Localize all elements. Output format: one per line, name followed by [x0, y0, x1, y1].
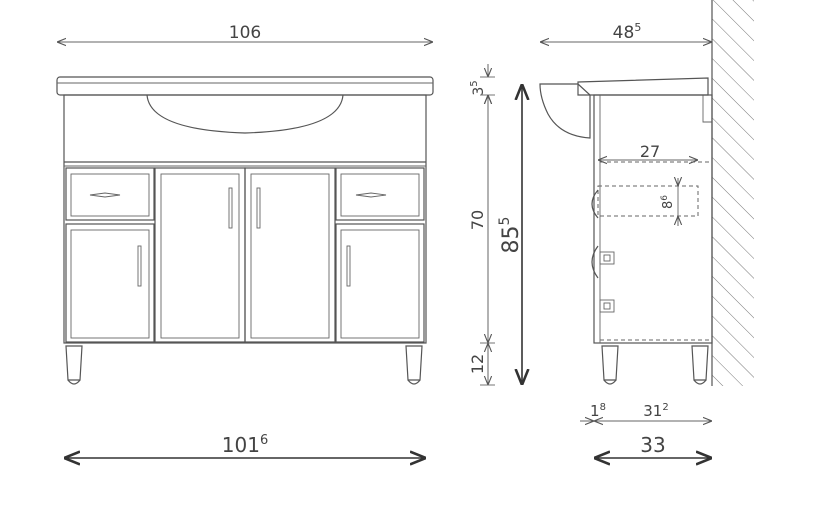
dim-vertical-set: 35 70 12 [468, 64, 495, 386]
side-leg-back [691, 345, 709, 381]
dim-drawer-height-sup: 6 [660, 195, 670, 201]
dim-total-height-sup: 5 [497, 217, 513, 226]
svg-text:312: 312 [643, 402, 668, 420]
dim-cabinet-height-label: 70 [468, 210, 487, 230]
right-drawer [335, 167, 425, 221]
center-left-door [154, 167, 246, 343]
svg-text:855: 855 [497, 217, 524, 254]
dim-top-thickness-label: 3 [471, 87, 487, 96]
cabinet-body [63, 94, 427, 344]
dim-side-offset-label: 1 [590, 402, 600, 420]
side-leg-front [601, 345, 619, 381]
side-drawer-outline [597, 185, 699, 217]
dim-side-total-depth-label: 33 [640, 433, 665, 457]
front-view [56, 76, 434, 385]
dim-leg-height-label: 12 [468, 354, 487, 374]
countertop [56, 76, 434, 96]
right-door-handle [346, 245, 351, 287]
dim-bottom-width: 1016 [64, 433, 426, 458]
dim-side-depth-top-label: 48 [613, 23, 635, 43]
dim-bottom-width-label: 101 [222, 433, 260, 457]
dim-top-width-label: 106 [229, 23, 261, 43]
side-view [539, 0, 754, 386]
center-right-door [244, 167, 336, 343]
dim-side-bottom: 18 312 33 [580, 402, 712, 458]
dim-drawer-depth: 27 [598, 142, 698, 161]
dim-side-depth-top-sup: 5 [634, 21, 641, 34]
dim-total-height: 855 [497, 84, 524, 385]
left-leg [65, 345, 83, 381]
svg-text:18: 18 [590, 402, 606, 420]
side-drawer-handle [591, 189, 599, 219]
left-door-handle [137, 245, 142, 287]
svg-text:27: 27 [640, 142, 660, 161]
svg-text:106: 106 [229, 23, 261, 43]
right-lower-door [335, 223, 425, 343]
svg-text:86: 86 [660, 195, 676, 209]
svg-text:35: 35 [469, 80, 487, 95]
svg-text:1016: 1016 [222, 433, 268, 457]
wall-hatch [712, 0, 754, 386]
dim-drawer-height-label: 8 [661, 201, 676, 209]
dim-bottom-width-sup: 6 [260, 433, 268, 448]
hinge-upper [599, 251, 615, 265]
side-countertop [577, 77, 709, 96]
dim-side-body-depth-label: 31 [643, 402, 662, 420]
basin-outline [146, 94, 344, 134]
svg-text:485: 485 [613, 21, 642, 43]
left-lower-door [65, 223, 155, 343]
side-basin [539, 83, 591, 139]
right-leg [405, 345, 423, 381]
svg-text:33: 33 [640, 433, 665, 457]
right-drawer-handle [355, 192, 387, 198]
dim-side-body-depth-sup: 2 [662, 402, 668, 413]
dim-drawer-depth-label: 27 [640, 142, 660, 161]
hinge-lower [599, 299, 615, 313]
center-left-handle [228, 187, 233, 229]
dim-side-offset-sup: 8 [600, 402, 606, 413]
dim-top-thickness-sup: 5 [469, 80, 480, 86]
side-cabinet [593, 94, 713, 344]
left-drawer-handle [89, 192, 121, 198]
dim-drawer-height: 86 [660, 178, 678, 226]
dim-total-height-label: 85 [499, 225, 524, 253]
side-door-handle [591, 245, 599, 279]
dim-side-depth-top: 485 [540, 21, 712, 43]
svg-text:12: 12 [468, 354, 487, 374]
dim-top-width: 106 [57, 23, 433, 43]
svg-text:70: 70 [468, 210, 487, 230]
center-right-handle [256, 187, 261, 229]
left-drawer [65, 167, 155, 221]
